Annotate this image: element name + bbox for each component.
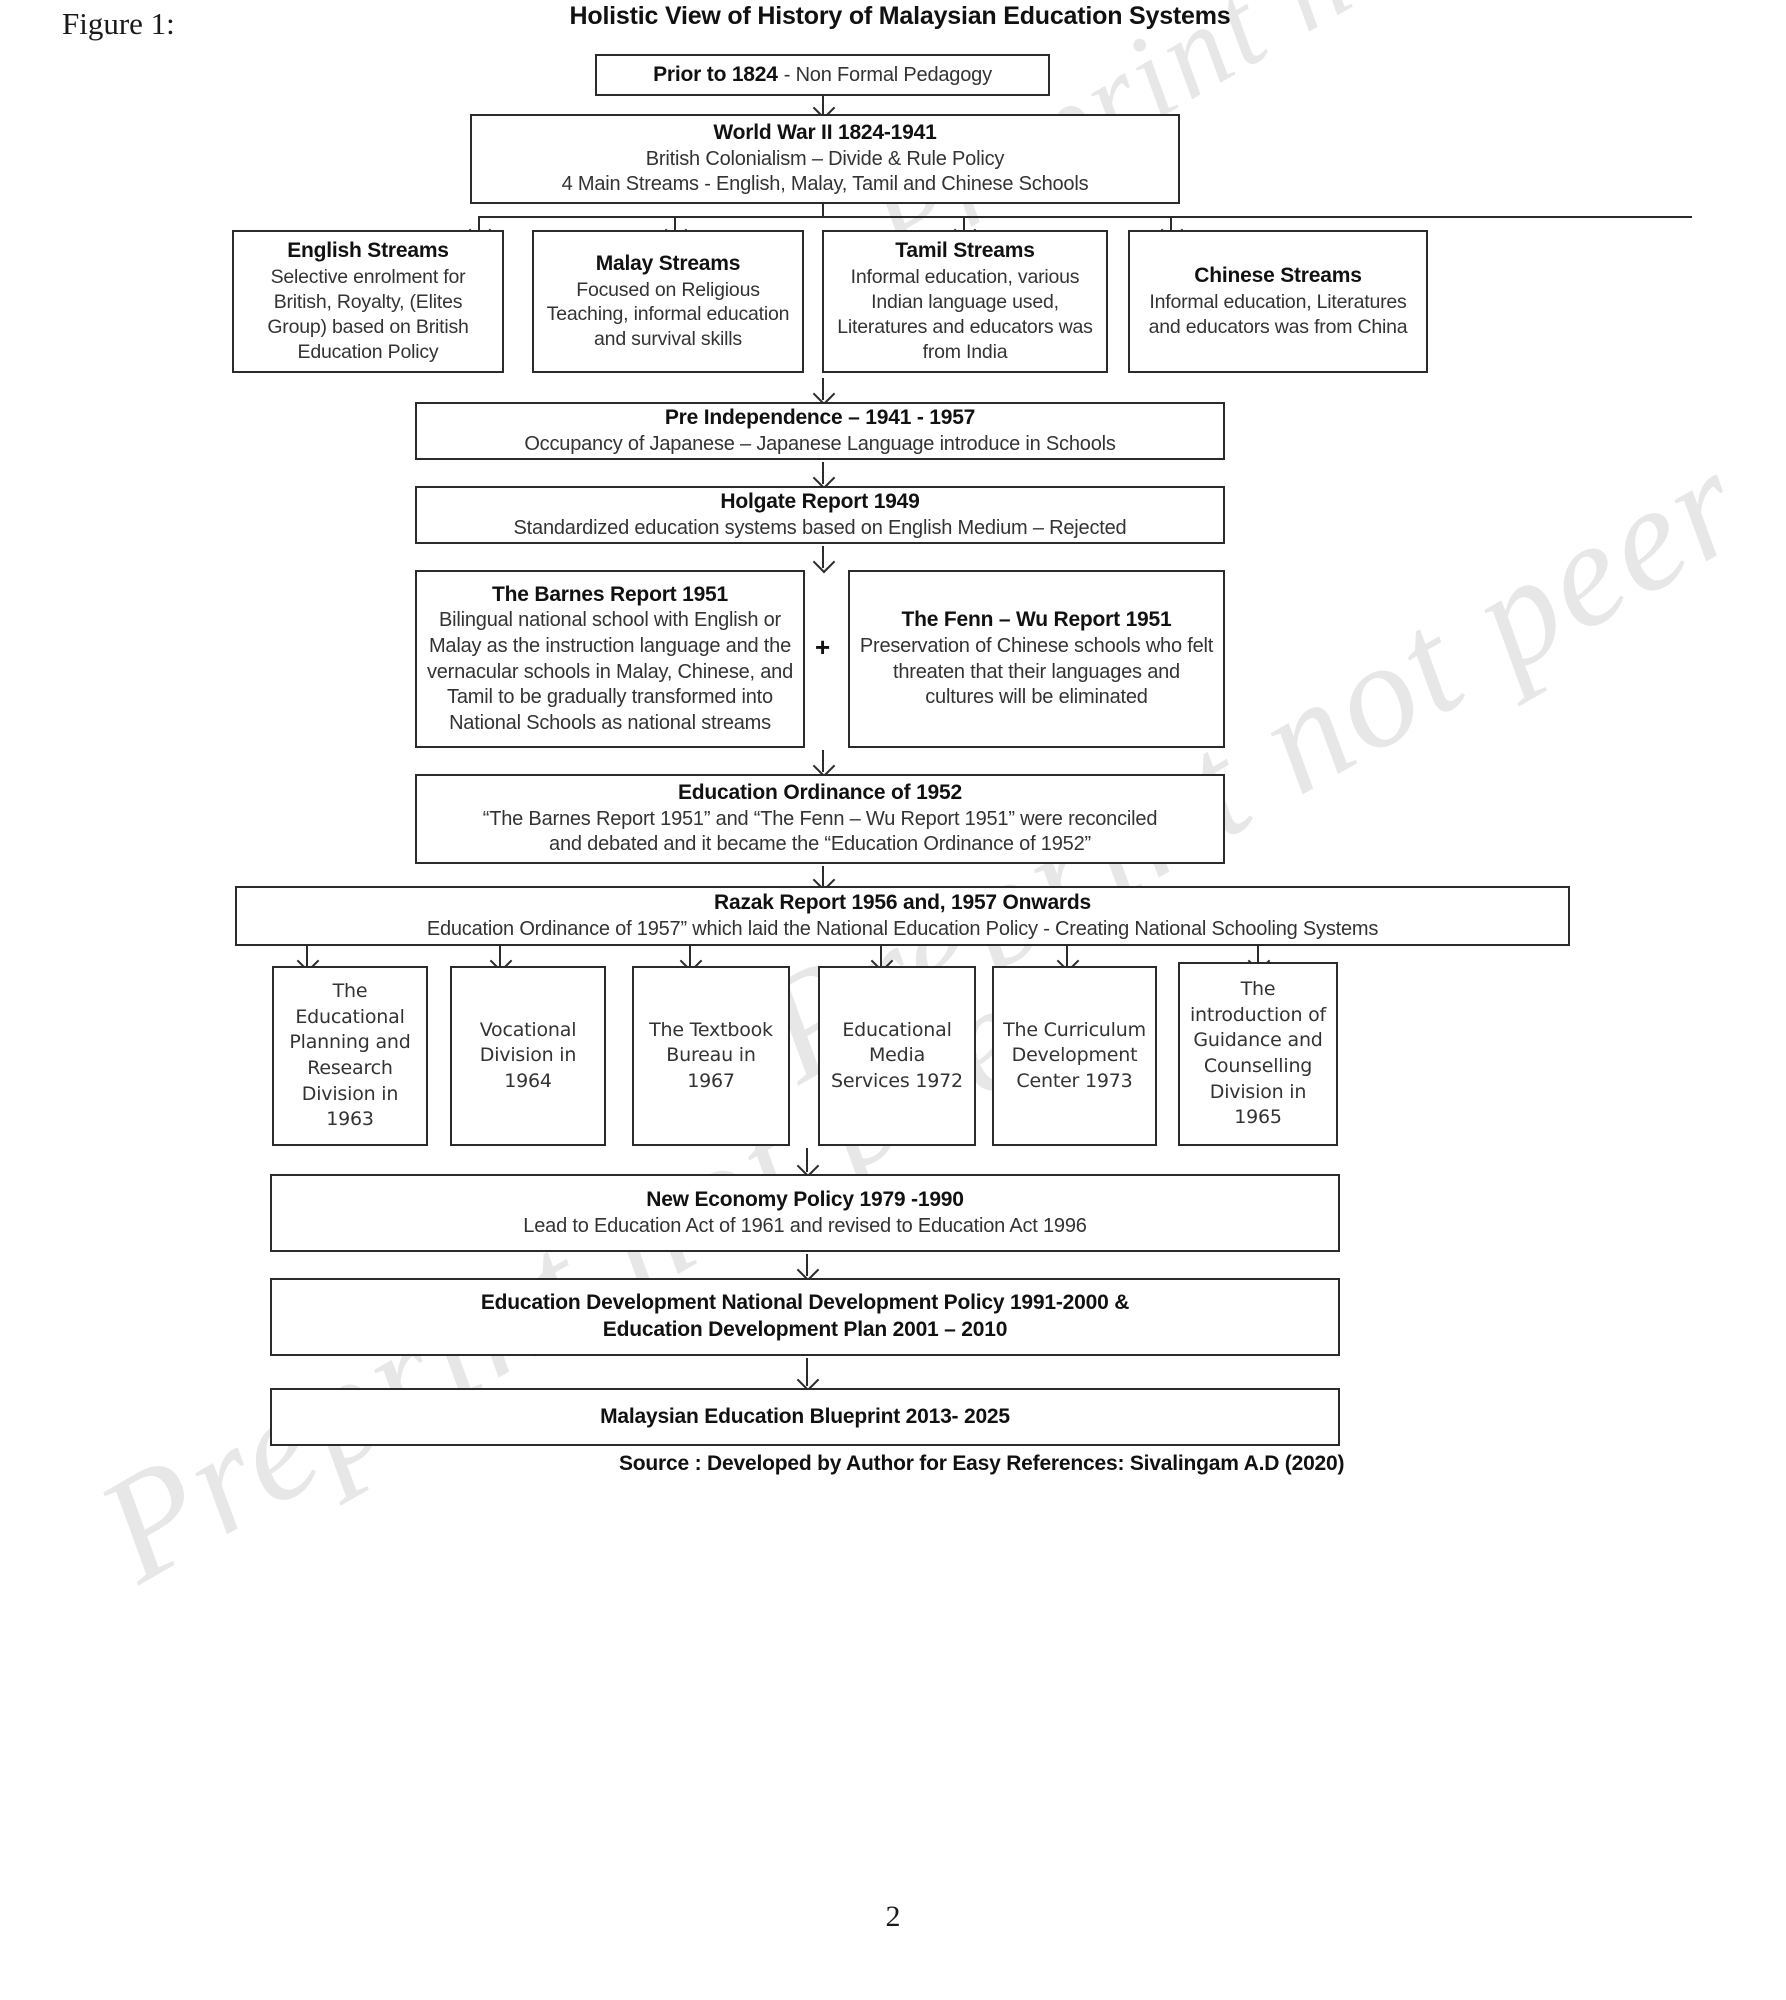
ww2-rail-stub bbox=[822, 204, 824, 216]
arrow-to-division-6 bbox=[1257, 946, 1259, 967]
ww2-distribution-rail bbox=[478, 216, 1692, 218]
node-malay-streams-heading: Malay Streams bbox=[595, 251, 741, 275]
arrow-to-tamil-streams bbox=[963, 216, 965, 236]
node-tamil-streams-heading: Tamil Streams bbox=[895, 239, 1035, 263]
node-education-ordinance-1952: Education Ordinance of 1952 “The Barnes … bbox=[415, 774, 1225, 864]
arrow-to-division-1 bbox=[306, 946, 308, 967]
node-malay-streams-body: Focused on Religious Teaching, informal … bbox=[546, 278, 790, 351]
node-fenn-wu-report: The Fenn – Wu Report 1951 Preservation o… bbox=[848, 570, 1225, 748]
node-malaysian-education-blueprint: Malaysian Education Blueprint 2013- 2025 bbox=[270, 1388, 1340, 1446]
arrow-ordinance-to-razak bbox=[822, 866, 824, 886]
division-label: The Educational Planning and Research Di… bbox=[289, 980, 411, 1131]
node-education-development: Education Development National Developme… bbox=[270, 1278, 1340, 1356]
node-education-development-line1: Education Development National Developme… bbox=[480, 1291, 1130, 1315]
node-english-streams-body: Selective enrolment for British, Royalty… bbox=[267, 266, 469, 363]
node-curriculum-development-center: The Curriculum Development Center 1973 bbox=[992, 966, 1157, 1146]
arrow-prior-to-ww2 bbox=[822, 96, 824, 114]
plus-operator: + bbox=[815, 632, 831, 662]
node-barnes-report: The Barnes Report 1951 Bilingual nationa… bbox=[415, 570, 805, 748]
node-educational-media-services: Educational Media Services 1972 bbox=[818, 966, 976, 1146]
arrow-streams-to-pre-independence bbox=[822, 378, 824, 400]
node-world-war-2-line2: 4 Main Streams - English, Malay, Tamil a… bbox=[561, 173, 1089, 196]
arrow-divisions-to-new-economy-policy bbox=[806, 1148, 808, 1172]
node-tamil-streams-body: Informal education, various Indian langu… bbox=[837, 266, 1093, 363]
node-education-development-line2: Education Development Plan 2001 – 2010 bbox=[602, 1318, 1008, 1341]
node-chinese-streams-heading: Chinese Streams bbox=[1194, 264, 1362, 288]
node-prior-to-1824: Prior to 1824 - Non Formal Pedagogy bbox=[595, 54, 1050, 96]
arrow-nep-to-education-development bbox=[806, 1254, 808, 1276]
arrow-pre-independence-to-holgate bbox=[822, 462, 824, 484]
node-vocational-division: Vocational Division in 1964 bbox=[450, 966, 606, 1146]
node-english-streams: English Streams Selective enrolment for … bbox=[232, 230, 504, 373]
node-english-streams-heading: English Streams bbox=[287, 239, 449, 263]
arrow-to-malay-streams bbox=[674, 216, 676, 236]
node-world-war-2: World War II 1824-1941 British Coloniali… bbox=[470, 114, 1180, 204]
arrow-to-division-5 bbox=[1066, 946, 1068, 967]
node-holgate-report-heading: Holgate Report 1949 bbox=[720, 489, 920, 513]
node-pre-independence-heading: Pre Independence – 1941 - 1957 bbox=[664, 405, 976, 429]
node-tamil-streams: Tamil Streams Informal education, variou… bbox=[822, 230, 1108, 373]
node-fenn-wu-report-heading: The Fenn – Wu Report 1951 bbox=[901, 608, 1172, 632]
node-new-economy-policy-heading: New Economy Policy 1979 -1990 bbox=[646, 1187, 964, 1211]
arrow-to-chinese-streams bbox=[1170, 216, 1172, 236]
source-attribution: Source : Developed by Author for Easy Re… bbox=[619, 1452, 1345, 1475]
node-education-ordinance-1952-line1: “The Barnes Report 1951” and “The Fenn –… bbox=[482, 807, 1158, 830]
division-label: The Curriculum Development Center 1973 bbox=[1003, 1018, 1146, 1092]
node-chinese-streams-body: Informal education, Literatures and educ… bbox=[1148, 290, 1408, 338]
arrow-to-division-3 bbox=[689, 946, 691, 967]
node-textbook-bureau: The Textbook Bureau in 1967 bbox=[632, 966, 790, 1146]
node-prior-to-1824-heading: Prior to 1824 bbox=[653, 62, 778, 86]
arrow-to-division-4 bbox=[880, 946, 882, 967]
division-label: Educational Media Services 1972 bbox=[831, 1018, 963, 1092]
node-world-war-2-heading: World War II 1824-1941 bbox=[713, 120, 937, 144]
node-fenn-wu-report-body: Preservation of Chinese schools who felt… bbox=[859, 635, 1214, 709]
node-holgate-report: Holgate Report 1949 Standardized educati… bbox=[415, 486, 1225, 544]
node-educational-planning-research-division: The Educational Planning and Research Di… bbox=[272, 966, 428, 1146]
node-world-war-2-line1: British Colonialism – Divide & Rule Poli… bbox=[645, 147, 1005, 170]
division-label: Vocational Division in 1964 bbox=[479, 1018, 577, 1092]
node-education-ordinance-1952-heading: Education Ordinance of 1952 bbox=[677, 780, 962, 804]
node-pre-independence: Pre Independence – 1941 - 1957 Occupancy… bbox=[415, 402, 1225, 460]
node-holgate-report-body: Standardized education systems based on … bbox=[513, 516, 1127, 539]
node-new-economy-policy-body: Lead to Education Act of 1961 and revise… bbox=[523, 1214, 1087, 1237]
division-label: The introduction of Guidance and Counsel… bbox=[1189, 978, 1327, 1129]
node-razak-report-body: Education Ordinance of 1957” which laid … bbox=[426, 917, 1379, 940]
division-label: The Textbook Bureau in 1967 bbox=[649, 1018, 773, 1092]
arrow-development-to-blueprint bbox=[806, 1358, 808, 1386]
arrow-to-division-2 bbox=[499, 946, 501, 967]
page-number: 2 bbox=[885, 1900, 901, 1933]
node-chinese-streams: Chinese Streams Informal education, Lite… bbox=[1128, 230, 1428, 373]
node-malay-streams: Malay Streams Focused on Religious Teach… bbox=[532, 230, 804, 373]
node-guidance-counselling-division: The introduction of Guidance and Counsel… bbox=[1178, 962, 1338, 1146]
arrow-holgate-to-reports bbox=[822, 546, 824, 568]
node-new-economy-policy: New Economy Policy 1979 -1990 Lead to Ed… bbox=[270, 1174, 1340, 1252]
node-pre-independence-body: Occupancy of Japanese – Japanese Languag… bbox=[524, 432, 1116, 455]
node-education-ordinance-1952-line2: and debated and it became the “Education… bbox=[549, 833, 1091, 856]
figure-label: Figure 1: bbox=[62, 6, 175, 41]
node-barnes-report-heading: The Barnes Report 1951 bbox=[491, 582, 729, 606]
node-razak-report: Razak Report 1956 and, 1957 Onwards Educ… bbox=[235, 886, 1570, 946]
node-prior-to-1824-body: - Non Formal Pedagogy bbox=[783, 63, 992, 86]
arrow-reports-to-ordinance-1952 bbox=[822, 750, 824, 772]
node-barnes-report-body: Bilingual national school with English o… bbox=[426, 609, 794, 734]
arrow-to-english-streams bbox=[478, 216, 480, 236]
node-blueprint-heading: Malaysian Education Blueprint 2013- 2025 bbox=[600, 1404, 1010, 1428]
node-razak-report-heading: Razak Report 1956 and, 1957 Onwards bbox=[714, 890, 1091, 914]
diagram-title: Holistic View of History of Malaysian Ed… bbox=[569, 2, 1231, 30]
